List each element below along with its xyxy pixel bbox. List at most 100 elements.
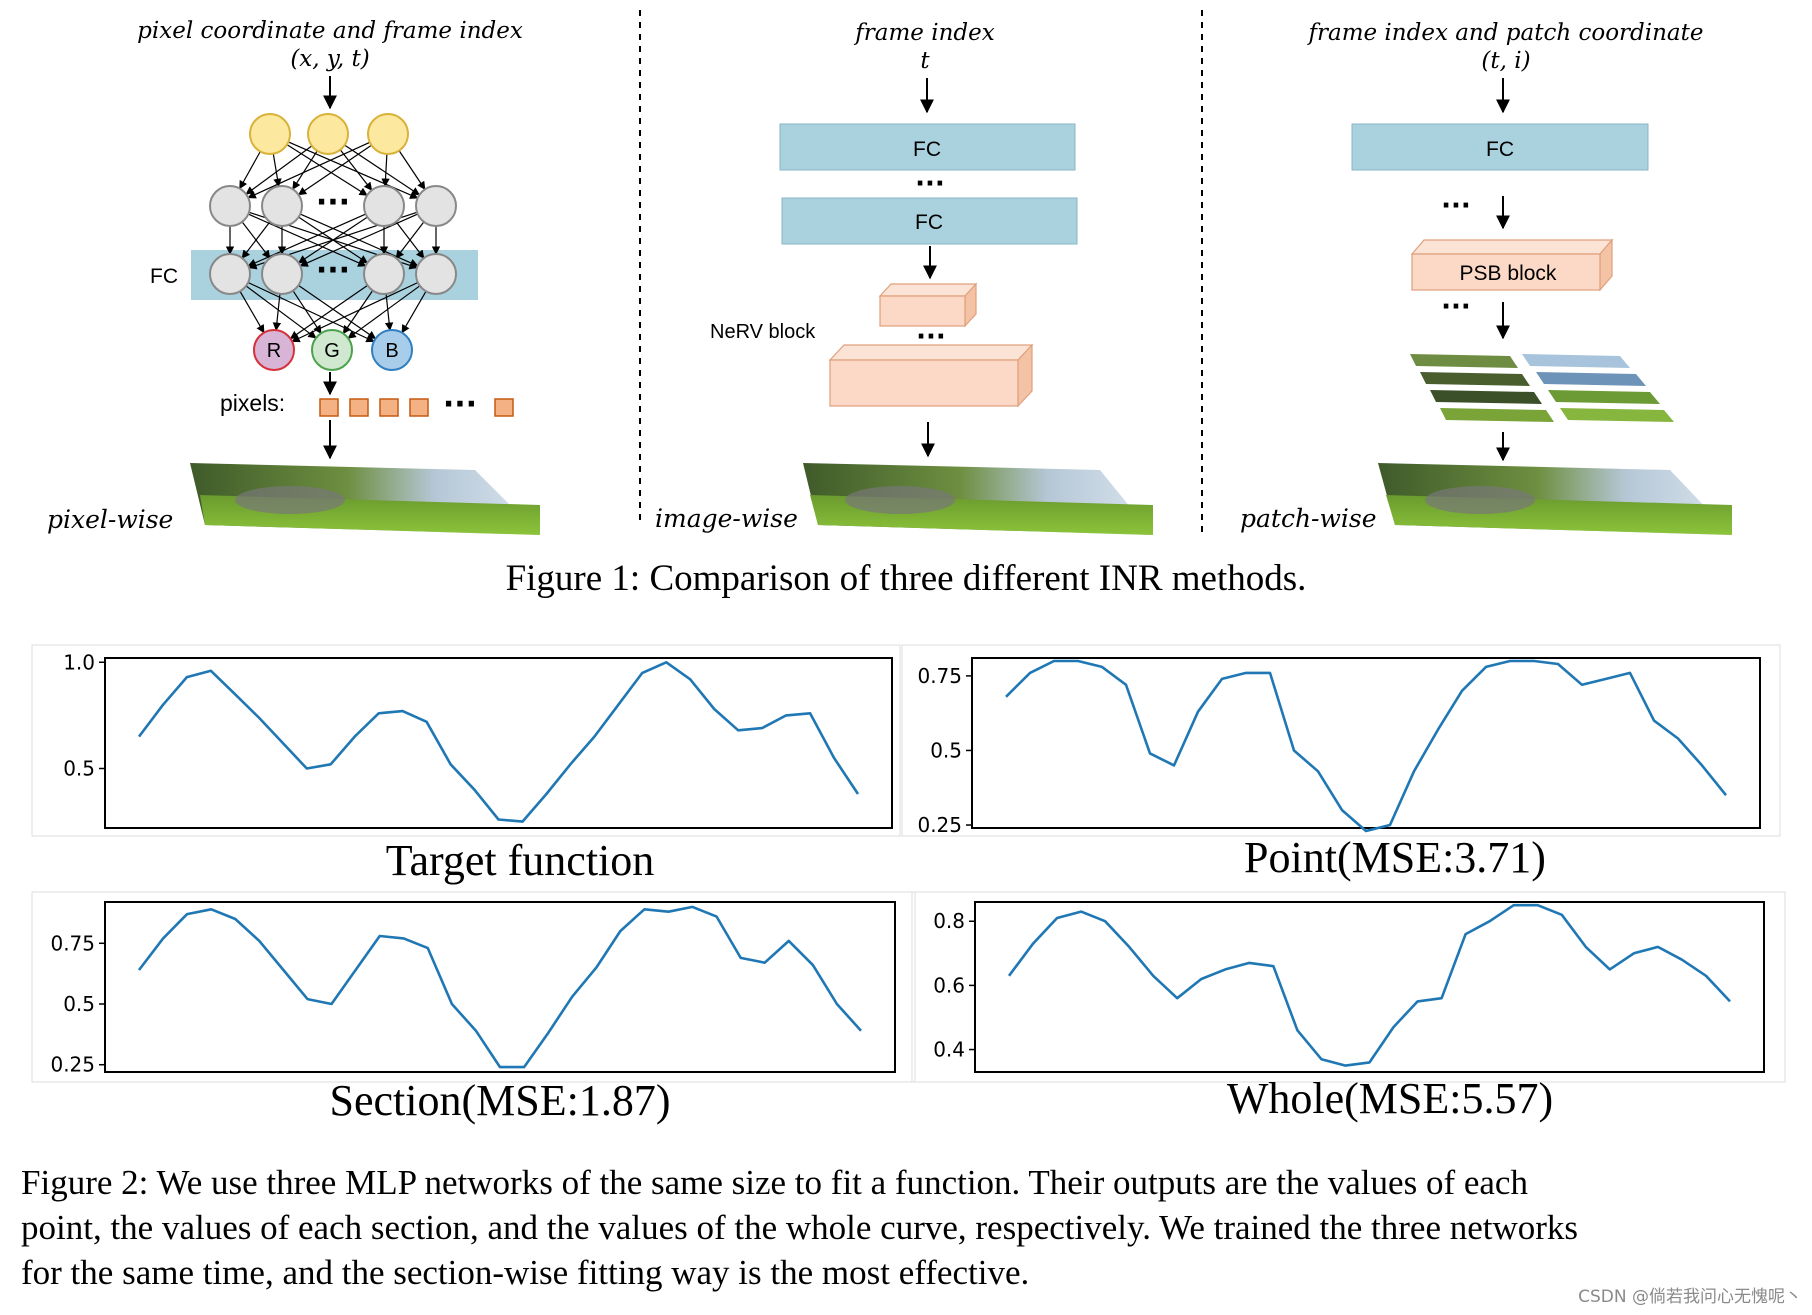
mlp-edge bbox=[272, 153, 282, 188]
ellipsis: ··· bbox=[316, 253, 350, 288]
mlp-edge bbox=[291, 281, 419, 343]
mlp-edge bbox=[245, 145, 313, 195]
chart-title: Target function bbox=[386, 836, 655, 885]
pixel-square bbox=[409, 398, 429, 417]
hidden-node bbox=[363, 253, 405, 295]
pixel-input-label: pixel coordinate and frame index bbox=[137, 18, 523, 44]
psb-block bbox=[1410, 238, 1614, 292]
plot-area bbox=[974, 901, 1765, 1073]
mlp-edge bbox=[239, 151, 261, 190]
hidden-node bbox=[363, 185, 405, 227]
mlp-edge bbox=[347, 285, 421, 339]
output-label-r: R bbox=[267, 340, 281, 362]
chart-title: Whole(MSE:5.57) bbox=[1227, 1074, 1553, 1123]
ellipsis: ··· bbox=[1441, 292, 1471, 322]
figure2-caption-line-1: Figure 2: We use three MLP networks of t… bbox=[21, 1163, 1528, 1202]
nerv-block-large bbox=[828, 343, 1034, 408]
hidden-node bbox=[261, 185, 303, 227]
mlp-edge bbox=[395, 221, 425, 259]
pixel-method-label: pixel-wise bbox=[47, 505, 173, 534]
hidden-node bbox=[415, 253, 457, 295]
patch-input-vars: (t, i) bbox=[1481, 48, 1530, 74]
y-tick-label: 0.5 bbox=[930, 738, 962, 762]
mlp-edge bbox=[344, 144, 421, 196]
mlp-edge bbox=[289, 284, 368, 340]
patch-tiles bbox=[1410, 354, 1674, 422]
y-tick-label: 0.8 bbox=[933, 909, 965, 933]
watermark: CSDN @倘若我问心无愧呢丶 bbox=[1578, 1287, 1802, 1307]
mlp-edge bbox=[239, 291, 265, 334]
patch-fc bbox=[1351, 123, 1649, 171]
y-tick-label: 0.25 bbox=[917, 813, 962, 837]
nerv-block-label: NeRV block bbox=[710, 321, 816, 343]
plot-area bbox=[104, 657, 893, 829]
output-node-g bbox=[311, 329, 353, 371]
y-tick-label: 0.4 bbox=[933, 1038, 965, 1062]
image-fc-2 bbox=[781, 197, 1078, 245]
mlp-edge bbox=[342, 290, 374, 335]
image-fc-1-label: FC bbox=[913, 138, 941, 161]
frame-image bbox=[190, 463, 540, 535]
figure1-caption: Figure 1: Comparison of three different … bbox=[505, 558, 1307, 599]
chart-frame bbox=[31, 644, 901, 837]
pixels-label: pixels: bbox=[220, 390, 285, 416]
chart-title: Section(MSE:1.87) bbox=[330, 1076, 671, 1125]
mlp-edge bbox=[292, 290, 322, 334]
mlp-edge bbox=[401, 291, 427, 334]
image-fc-1 bbox=[779, 123, 1076, 171]
image-method-label: image-wise bbox=[655, 504, 798, 533]
output-node-r bbox=[253, 329, 295, 371]
ellipsis: ··· bbox=[915, 169, 945, 199]
y-tick-label: 0.6 bbox=[933, 973, 965, 997]
series-line bbox=[1005, 659, 1728, 833]
ellipsis: ··· bbox=[443, 387, 477, 422]
mlp-edge bbox=[384, 293, 394, 331]
pixel-fc-label: FC bbox=[150, 265, 178, 288]
frame-image bbox=[803, 463, 1153, 535]
mlp-edge bbox=[299, 213, 418, 267]
image-wise-panel: frame index t FC ··· FC NeRV block ··· bbox=[655, 20, 1153, 535]
ellipsis: ··· bbox=[1441, 191, 1471, 221]
y-tick-label: 0.25 bbox=[50, 1053, 95, 1077]
plot-area bbox=[104, 901, 896, 1073]
chart-frame bbox=[31, 891, 916, 1083]
mlp-edge bbox=[247, 141, 371, 199]
y-tick-label: 0.5 bbox=[63, 757, 95, 781]
y-tick-label: 0.5 bbox=[63, 992, 95, 1016]
chart-frame bbox=[901, 644, 1781, 837]
pixel-square bbox=[379, 398, 399, 417]
pixel-input-vars: (x, y, t) bbox=[290, 46, 369, 72]
image-input-label: frame index bbox=[853, 20, 994, 46]
hidden-node bbox=[415, 185, 457, 227]
mlp-edge bbox=[398, 150, 426, 191]
mlp-edge bbox=[292, 150, 318, 190]
patch-wise-panel: frame index and patch coordinate (t, i) … bbox=[1240, 20, 1732, 535]
mlp-edge bbox=[247, 213, 366, 267]
y-tick-label: 0.75 bbox=[917, 664, 962, 688]
output-label-b: B bbox=[385, 340, 398, 362]
mlp-edge bbox=[339, 149, 373, 191]
image-fc-2-label: FC bbox=[915, 211, 943, 234]
patch-input-label: frame index and patch coordinate bbox=[1306, 20, 1703, 46]
frame-image bbox=[1378, 463, 1732, 535]
pixel-square bbox=[319, 398, 339, 417]
input-node bbox=[249, 113, 291, 155]
figure1: pixel coordinate and frame index (x, y, … bbox=[47, 10, 1732, 535]
mlp-edge bbox=[286, 144, 368, 196]
y-tick-label: 1.0 bbox=[63, 650, 95, 674]
input-node bbox=[307, 113, 349, 155]
hidden-node bbox=[261, 253, 303, 295]
chart-title: Point(MSE:3.71) bbox=[1244, 833, 1546, 882]
series-line bbox=[137, 905, 862, 1069]
y-tick-label: 0.75 bbox=[50, 931, 95, 955]
nerv-block-small bbox=[878, 282, 978, 328]
plot-area bbox=[971, 657, 1761, 829]
patch-fc-label: FC bbox=[1486, 138, 1514, 161]
mlp-edge bbox=[298, 284, 377, 340]
input-node bbox=[367, 113, 409, 155]
